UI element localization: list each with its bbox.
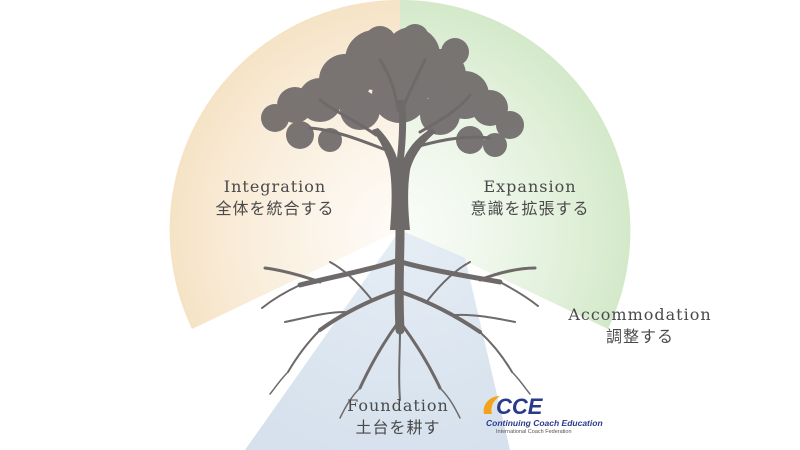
integration-title-en: Integration [223,177,327,196]
segment-label-accommodation: Accommodation 調整する [530,304,750,347]
cce-logo-text: CCE [496,394,544,419]
expansion-title-ja: 意識を拡張する [470,198,590,218]
segment-label-integration: Integration 全体を統合する [190,176,360,219]
segment-label-foundation: Foundation 土台を耕す [318,395,478,438]
segment-foundation [245,230,510,450]
accommodation-title-en: Accommodation [568,305,712,324]
foundation-title-en: Foundation [347,396,449,415]
cce-logo-organization: International Coach Federation [496,429,572,435]
tree-illustration [261,24,524,230]
integration-title-ja: 全体を統合する [215,198,335,218]
accommodation-title-ja: 調整する [605,326,674,346]
expansion-title-en: Expansion [483,177,577,196]
foundation-title-ja: 土台を耕す [355,417,441,437]
cce-logo-mark: CCE [483,394,544,419]
roots-illustration [261,225,539,419]
cce-logo-subtitle: Continuing Coach Education [486,418,603,428]
segment-label-expansion: Expansion 意識を拡張する [445,176,615,219]
cce-logo: CCE Continuing Coach Education Internati… [478,392,603,440]
